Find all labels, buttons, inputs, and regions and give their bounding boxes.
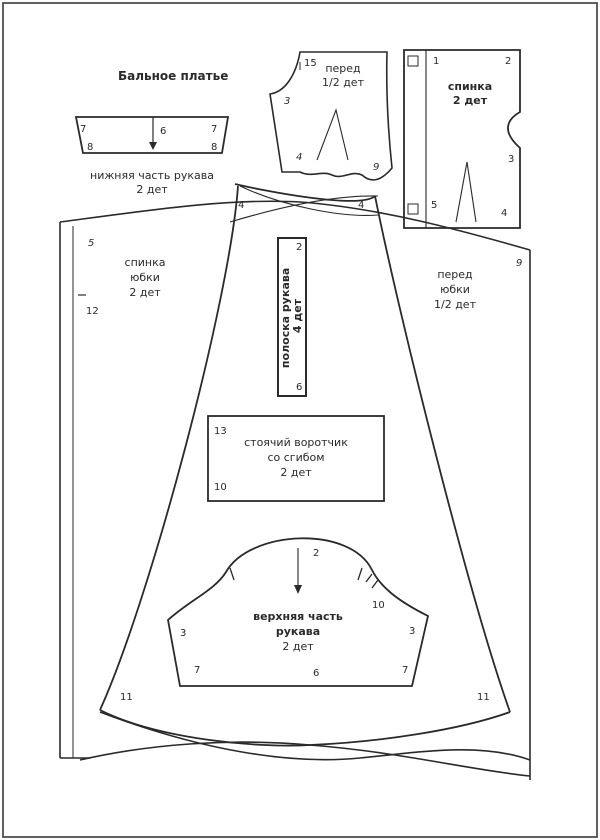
collar-label-2: со сгибом xyxy=(267,451,324,464)
skirt-front-label-2: юбки xyxy=(440,283,470,296)
collar-label-3: 2 дет xyxy=(280,466,312,479)
skirt-back-label-2: юбки xyxy=(130,271,160,284)
sleeve-strip-label-2: 4 дет xyxy=(291,298,304,333)
sleeve-strip-mark-2: 6 xyxy=(296,382,302,393)
upper-sleeve-label-2: рукава xyxy=(276,625,320,638)
bodice-back-label-1: спинка xyxy=(448,80,492,93)
bodice-front-mark-2: 3 xyxy=(284,96,290,107)
upper-sleeve-mark-4: 3 xyxy=(409,626,415,637)
bodice-back-mark-3: 3 xyxy=(508,154,514,165)
lower-sleeve-label-1: нижняя часть рукава xyxy=(90,169,214,182)
lower-sleeve-mark-2: 8 xyxy=(87,142,93,153)
upper-sleeve-label-3: 2 дет xyxy=(282,640,314,653)
bodice-front-mark-3: 4 xyxy=(296,152,302,163)
piece-lower-sleeve xyxy=(74,116,230,154)
upper-sleeve-guides xyxy=(229,548,379,594)
pattern-title: Бальное платье xyxy=(118,69,228,83)
bodice-back-label-2: 2 дет xyxy=(453,94,488,107)
bodice-front-label-1: перед xyxy=(325,62,361,75)
lower-sleeve-mark-1: 7 xyxy=(80,124,86,135)
lower-sleeve-mark-3: 6 xyxy=(160,126,166,137)
skirt-panel-mark-1: 4 xyxy=(238,200,244,211)
piece-sleeve-strip xyxy=(277,237,307,397)
skirt-panel-mark-2: 4 xyxy=(358,200,364,211)
piece-collar xyxy=(207,415,385,502)
skirt-front-label-1: перед xyxy=(437,268,473,281)
upper-sleeve-mark-1: 2 xyxy=(313,548,319,559)
piece-bodice-front xyxy=(269,51,393,181)
collar-mark-1: 13 xyxy=(214,426,227,437)
collar-label-1: стоячий воротчик xyxy=(244,436,348,449)
skirt-back-mark-2: 12 xyxy=(86,306,99,317)
skirt-panel-mark-3: 11 xyxy=(120,692,133,703)
bodice-back-mark-1: 1 xyxy=(433,56,439,67)
lower-sleeve-mark-5: 8 xyxy=(211,142,217,153)
skirt-panel-mark-4: 11 xyxy=(477,692,490,703)
upper-sleeve-label-1: верхняя часть xyxy=(253,610,343,623)
skirt-back-label-1: спинка xyxy=(125,256,166,269)
bodice-front-label-2: 1/2 дет xyxy=(322,76,365,89)
upper-sleeve-mark-7: 7 xyxy=(402,665,408,676)
collar-mark-2: 10 xyxy=(214,482,227,493)
lower-sleeve-label-2: 2 дет xyxy=(136,183,168,196)
upper-sleeve-mark-5: 7 xyxy=(194,665,200,676)
bodice-front-mark-4: 9 xyxy=(373,162,379,173)
lower-sleeve-mark-4: 7 xyxy=(211,124,217,135)
upper-sleeve-mark-6: 6 xyxy=(313,668,319,679)
piece-skirt-panel xyxy=(99,183,511,747)
piece-bodice-back xyxy=(403,49,521,229)
sleeve-strip-label-1: полоска рукава xyxy=(279,268,292,368)
skirt-back-label-3: 2 дет xyxy=(129,286,161,299)
sleeve-strip-label: полоска рукава 4 дет xyxy=(279,264,304,368)
skirt-back-mark-1: 5 xyxy=(88,238,94,249)
upper-sleeve-mark-2: 10 xyxy=(372,600,385,611)
bodice-back-mark-4: 5 xyxy=(431,200,437,211)
bodice-front-mark-1: 15 xyxy=(304,58,317,69)
skirt-front-label-3: 1/2 дет xyxy=(434,298,477,311)
bodice-back-mark-2: 2 xyxy=(505,56,511,67)
bodice-back-mark-5: 4 xyxy=(501,208,507,219)
upper-sleeve-mark-3: 3 xyxy=(180,628,186,639)
sleeve-strip-mark-1: 2 xyxy=(296,242,302,253)
skirt-front-mark-1: 9 xyxy=(516,258,522,269)
